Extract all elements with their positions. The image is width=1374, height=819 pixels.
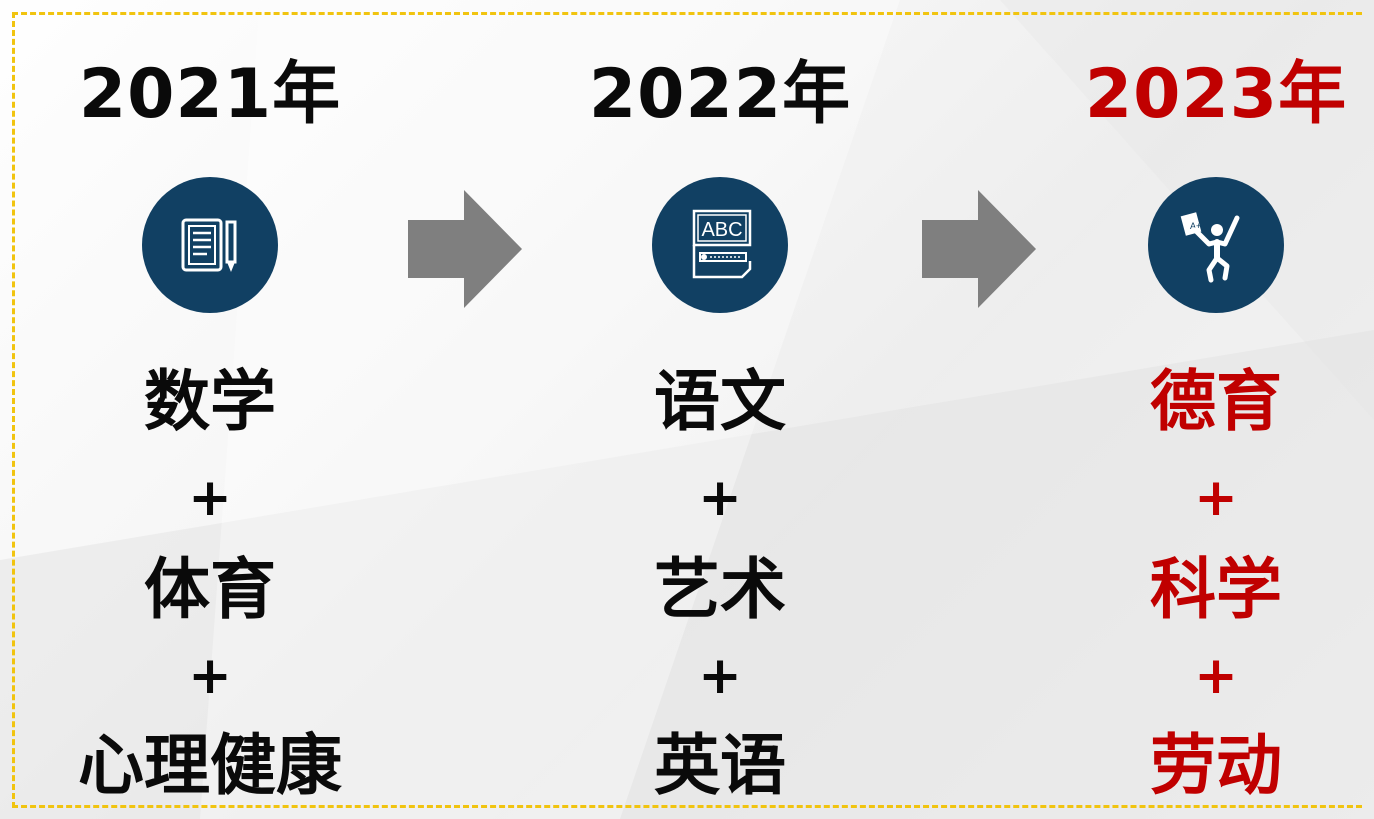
svg-text:ABC: ABC xyxy=(701,219,742,241)
plus-sign: + xyxy=(188,646,232,706)
year-label: 2022年 xyxy=(588,55,852,134)
svg-text:A+: A+ xyxy=(1190,221,1201,231)
plus-sign: + xyxy=(698,646,742,706)
subject-3: 劳动 xyxy=(1150,727,1282,804)
plus-sign: + xyxy=(698,468,742,528)
document-pencil-icon xyxy=(142,177,278,313)
plus-sign: + xyxy=(188,468,232,528)
subject-1: 德育 xyxy=(1150,363,1282,440)
right-arrow-icon xyxy=(408,190,522,312)
subject-2: 科学 xyxy=(1150,551,1282,628)
right-arrow-icon xyxy=(922,190,1036,312)
student-celebrate-icon: A+ xyxy=(1148,177,1284,313)
year-label: 2023年 xyxy=(1084,55,1348,134)
abc-board-icon: ABC xyxy=(652,177,788,313)
plus-sign: + xyxy=(1194,468,1238,528)
subject-3: 英语 xyxy=(654,727,786,804)
subject-1: 数学 xyxy=(144,363,276,440)
subject-2: 艺术 xyxy=(654,551,786,628)
subject-2: 体育 xyxy=(144,551,276,628)
subject-3: 心理健康 xyxy=(78,727,342,804)
year-label: 2021年 xyxy=(78,55,342,134)
subject-1: 语文 xyxy=(654,363,786,440)
plus-sign: + xyxy=(1194,646,1238,706)
dashed-frame xyxy=(12,12,1362,808)
